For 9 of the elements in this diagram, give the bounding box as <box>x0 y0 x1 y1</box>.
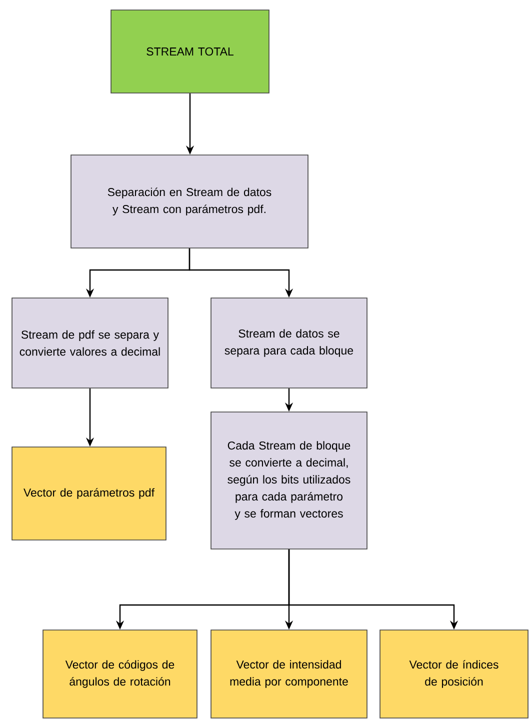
process-box: Cada Stream de bloque se convierte a decimal, según los bits utilizados para cada parámetro y se forman vectores <box>210 412 368 550</box>
start-box: STREAM TOTAL <box>110 10 270 94</box>
process-box: Stream de datos se separa para cada bloque <box>210 298 368 388</box>
output-box: Vector de intensidad media por componente <box>210 630 368 718</box>
process-box: Separación en Stream de datos y Stream con parámetros pdf. <box>70 154 308 248</box>
output-box: Vector de códigos de ángulos de rotación <box>42 630 198 718</box>
process-box: Stream de pdf se separa y convierte valores a decimal <box>12 298 168 388</box>
output-box: Vector de índices de posición <box>380 630 528 718</box>
output-box: Vector de parámetros pdf <box>12 446 166 540</box>
